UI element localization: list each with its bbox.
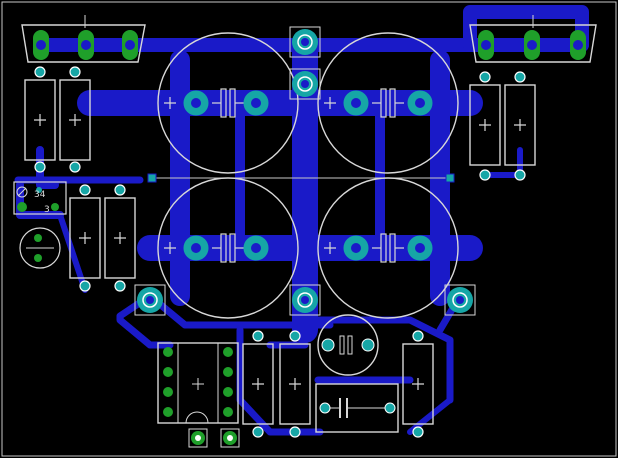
resistor-r9: [402, 343, 434, 425]
resistor-r7: [242, 343, 274, 425]
resistor-r4: [104, 197, 136, 279]
resistor-r6: [504, 84, 536, 166]
resistor-r8: [279, 343, 311, 425]
resistor-plus-icons: [34, 114, 526, 390]
resistor-pads: [34, 66, 526, 438]
resistor-r1: [24, 79, 56, 161]
capacitor-c5: [317, 314, 379, 376]
resistor-r5: [469, 84, 501, 166]
pad-holes: [191, 98, 425, 253]
mount-pads: [134, 26, 476, 316]
plus-sign-icon: [164, 97, 336, 254]
resistor-r2: [59, 79, 91, 161]
capacitor-c4: [317, 177, 459, 319]
capacitor-c1: [157, 32, 299, 174]
test-pads: [188, 428, 240, 448]
capacitor-c6: [315, 383, 399, 433]
capacitor-c2: [317, 32, 459, 174]
jumper-label-a: 34: [34, 190, 46, 200]
via-icon: [147, 173, 455, 183]
resistors: [24, 79, 536, 425]
connector-j2: [469, 15, 597, 63]
polarized-cap-icon: [212, 88, 404, 263]
bridge-br1: 34 3: [13, 181, 67, 215]
jumper-label-b: 3: [44, 205, 50, 215]
transistor-q1: [157, 342, 239, 424]
resistor-r3: [69, 197, 101, 279]
connector-j1: [21, 15, 146, 63]
capacitor-c3: [157, 177, 299, 319]
pot-rv1: [19, 227, 61, 269]
large-capacitors: [157, 32, 459, 319]
